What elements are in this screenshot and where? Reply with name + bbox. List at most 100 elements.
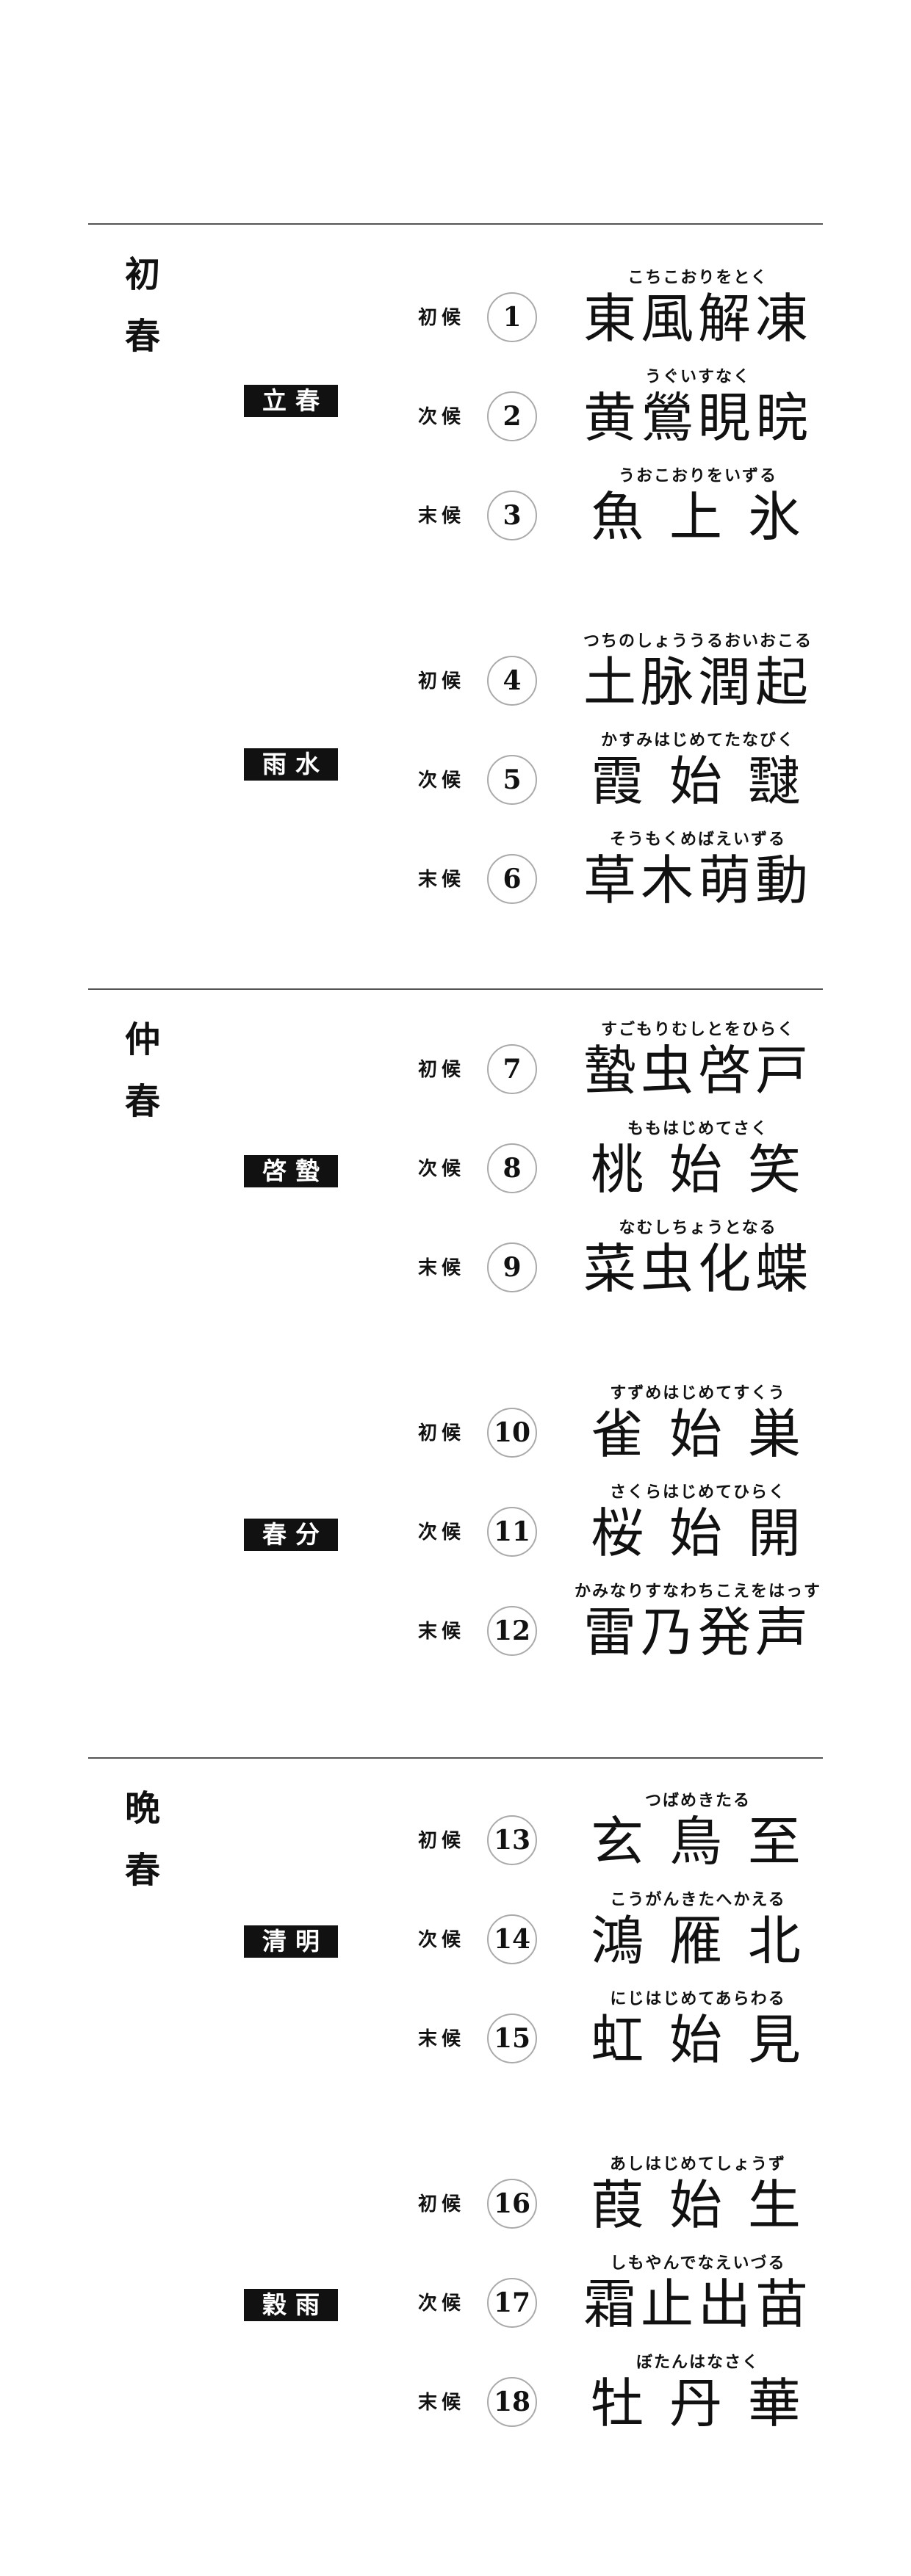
kou-phase-label: 初候	[418, 1422, 466, 1444]
kou-number-badge: 9	[487, 1242, 537, 1292]
solar-term-label: 雨水	[244, 748, 338, 781]
kou-name: 雷乃発声	[583, 1602, 813, 1663]
kou-phase-label: 末候	[418, 2392, 466, 2414]
kou-number-badge: 10	[487, 1408, 537, 1458]
kou-number-badge: 4	[487, 656, 537, 706]
kou-phase-label: 次候	[418, 1158, 466, 1180]
kou-name: 雀 始 巣	[591, 1403, 805, 1465]
kou-phase-label: 末候	[418, 2028, 466, 2050]
kou-row: 末候 3 うおこおりをいずる 魚 上 氷	[88, 466, 823, 554]
kou-reading: ぼたんはなさく	[635, 2354, 760, 2372]
kou-number-badge: 7	[487, 1044, 537, 1094]
kou-name: 牡 丹 華	[591, 2373, 805, 2434]
kou-row: 次候 2 うぐいすなく 黄鶯睍睆	[88, 366, 823, 455]
kou-row: 初候 13 つばめきたる 玄 鳥 至	[88, 1790, 823, 1878]
section-divider	[88, 1757, 823, 1759]
kou-number-badge: 3	[487, 491, 537, 540]
season-title-char: 春	[124, 1081, 160, 1122]
kou-reading: すごもりむしとをひらく	[600, 1021, 795, 1039]
kou-number-badge: 11	[487, 1507, 537, 1557]
kou-phase-label: 末候	[418, 869, 466, 891]
kou-reading: そうもくめばえいずる	[609, 831, 786, 849]
kou-name: 桜 始 開	[591, 1502, 805, 1564]
kou-name: 霞 始 靆	[591, 750, 805, 812]
season-title-char: 春	[124, 316, 160, 357]
kou-phase-label: 初候	[418, 670, 466, 692]
season-title: 晩 春	[120, 1778, 165, 1901]
season-title-char: 初	[124, 254, 160, 295]
season-title-char: 仲	[124, 1019, 160, 1060]
kou-name: 桃 始 笑	[591, 1139, 805, 1201]
kou-row: 末候 6 そうもくめばえいずる 草木萌動	[88, 829, 823, 917]
kou-phase-label: 次候	[418, 406, 466, 428]
kou-phase-label: 初候	[418, 2193, 466, 2215]
kou-phase-label: 末候	[418, 1257, 466, 1279]
kou-reading: ももはじめてさく	[627, 1120, 768, 1138]
kou-reading: さくらはじめてひらく	[609, 1483, 786, 1502]
kou-number-badge: 16	[487, 2179, 537, 2229]
kou-reading: すずめはじめてすくう	[610, 1384, 786, 1403]
kou-phase-label: 末候	[418, 505, 466, 527]
kou-name: 菜虫化蝶	[583, 1238, 813, 1300]
kou-number-badge: 14	[487, 1914, 537, 1964]
kou-phase-label: 次候	[418, 1929, 466, 1951]
kou-number-badge: 13	[487, 1815, 537, 1865]
kou-phase-label: 末候	[418, 1621, 466, 1643]
season-title-char: 春	[124, 1850, 160, 1891]
kou-reading: あしはじめてしょうず	[609, 2155, 786, 2174]
kou-row: 次候 5 かすみはじめてたなびく 霞 始 靆	[88, 730, 823, 818]
kou-phase-label: 初候	[418, 1059, 466, 1081]
solar-term-label: 穀雨	[244, 2289, 338, 2321]
kou-row: 末候 12 かみなりすなわちこえをはっす 雷乃発声	[88, 1581, 823, 1669]
kou-number-badge: 18	[487, 2377, 537, 2427]
season-title: 仲 春	[120, 1009, 165, 1132]
kou-reading: なむしちょうとなる	[619, 1219, 777, 1237]
kou-name: 魚 上 氷	[591, 486, 805, 548]
solar-term-label: 啓蟄	[244, 1155, 338, 1187]
kou-name: 蟄虫啓戸	[583, 1040, 813, 1101]
kou-row: 初候 10 すずめはじめてすくう 雀 始 巣	[88, 1383, 823, 1471]
kou-row: 初候 7 すごもりむしとをひらく 蟄虫啓戸	[88, 1019, 823, 1107]
season-title-char: 晩	[124, 1788, 160, 1829]
kou-phase-label: 次候	[418, 2293, 466, 2315]
solar-term-label: 立春	[244, 385, 338, 417]
kou-number-badge: 8	[487, 1143, 537, 1193]
kou-name: 東風解凍	[583, 288, 813, 350]
section-divider	[88, 223, 823, 225]
kou-name: 虹 始 見	[591, 2009, 805, 2071]
kou-name: 黄鶯睍睆	[583, 387, 813, 449]
kou-row: 次候 8 ももはじめてさく 桃 始 笑	[88, 1118, 823, 1206]
kou-reading: かすみはじめてたなびく	[600, 731, 795, 750]
kou-row: 次候 14 こうがんきたへかえる 鴻 雁 北	[88, 1889, 823, 1978]
kou-name: 葭 始 生	[591, 2174, 805, 2236]
kou-name: 土脉潤起	[583, 651, 813, 713]
kou-row: 初候 1 こちこおりをとく 東風解凍	[88, 267, 823, 355]
kou-number-badge: 15	[487, 2014, 537, 2063]
kou-row: 末候 18 ぼたんはなさく 牡 丹 華	[88, 2352, 823, 2440]
kou-reading: こちこおりをとく	[627, 269, 768, 287]
kou-number-badge: 5	[487, 755, 537, 805]
kou-name: 鴻 雁 北	[591, 1910, 805, 1972]
kou-row: 次候 17 しもやんでなえいづる 霜止出苗	[88, 2253, 823, 2341]
kou-phase-label: 次候	[418, 770, 466, 792]
kou-phase-label: 初候	[418, 1830, 466, 1852]
kou-reading: うぐいすなく	[644, 368, 751, 386]
kou-number-badge: 6	[487, 854, 537, 904]
kou-phase-label: 次候	[418, 1522, 466, 1544]
kou-phase-label: 初候	[418, 307, 466, 329]
kou-number-badge: 12	[487, 1606, 537, 1656]
season-title: 初 春	[120, 244, 165, 367]
kou-row: 末候 15 にじはじめてあらわる 虹 始 見	[88, 1989, 823, 2077]
kou-row: 初候 16 あしはじめてしょうず 葭 始 生	[88, 2154, 823, 2242]
kou-reading: にじはじめてあらわる	[610, 1990, 786, 2008]
kou-name: 玄 鳥 至	[591, 1811, 805, 1873]
solar-term-label: 清明	[244, 1925, 338, 1958]
kou-reading: つばめきたる	[644, 1792, 751, 1810]
kou-number-badge: 2	[487, 391, 537, 441]
kou-reading: かみなりすなわちこえをはっす	[574, 1582, 821, 1601]
solar-term-label: 春分	[244, 1519, 338, 1551]
kou-reading: しもやんでなえいづる	[610, 2254, 786, 2273]
kou-reading: つちのしょううるおいおこる	[583, 632, 813, 651]
kou-name: 草木萌動	[583, 850, 813, 911]
section-divider	[88, 988, 823, 990]
